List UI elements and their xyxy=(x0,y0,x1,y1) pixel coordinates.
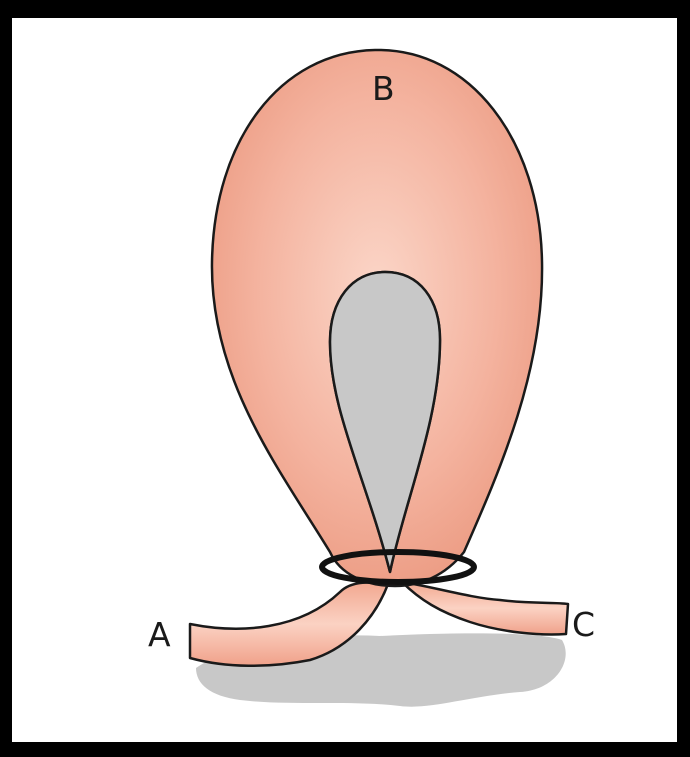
label-b: B xyxy=(372,69,395,108)
label-c: C xyxy=(572,605,595,644)
label-a: A xyxy=(148,615,171,654)
limb-c xyxy=(402,582,568,635)
